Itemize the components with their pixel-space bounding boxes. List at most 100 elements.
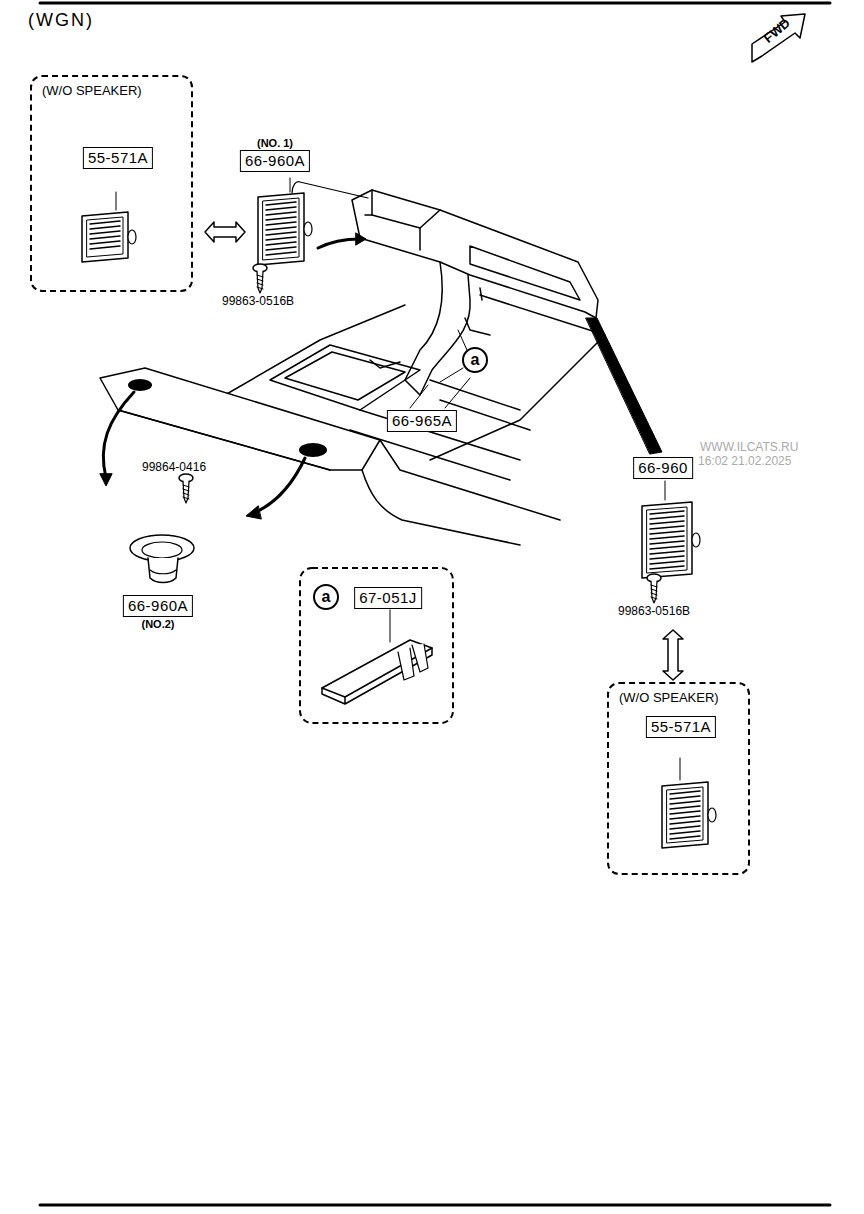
part-number: 67-051J bbox=[354, 587, 422, 609]
grille-slat bbox=[90, 236, 120, 239]
grille-slat bbox=[670, 796, 700, 799]
center-console bbox=[405, 262, 470, 395]
part-number: 66-960A bbox=[123, 595, 193, 617]
grille-slat bbox=[266, 247, 296, 250]
install-arrow-head bbox=[100, 474, 112, 486]
heading-text: (W/O SPEAKER) bbox=[619, 690, 719, 705]
screw-thread bbox=[257, 279, 263, 281]
install-arrow bbox=[586, 318, 662, 454]
grille-slat bbox=[266, 232, 296, 235]
grille-slat bbox=[90, 241, 120, 244]
grille-slat bbox=[266, 212, 296, 215]
screw-thread bbox=[651, 589, 657, 591]
part-number: 99863-0516B bbox=[222, 294, 294, 308]
screw-shank bbox=[257, 271, 263, 293]
instrument-hood bbox=[372, 190, 440, 228]
grille-slat bbox=[670, 836, 700, 839]
part-number-label: (NO. 1)55-571A bbox=[646, 716, 716, 738]
screw-shank bbox=[651, 581, 657, 603]
wire bbox=[480, 288, 482, 300]
floor-opening bbox=[285, 352, 405, 400]
grille-slat bbox=[670, 806, 700, 809]
heading-text: a bbox=[471, 352, 480, 368]
grille-slat bbox=[650, 531, 684, 534]
speaker-grille bbox=[662, 782, 708, 848]
grille-slat bbox=[90, 226, 120, 229]
dashed-option-box: (W/O SPEAKER)(NO.2)55-571A bbox=[30, 75, 193, 292]
grille-clip bbox=[692, 533, 700, 547]
install-arrow-head bbox=[356, 233, 366, 245]
grille-slat bbox=[266, 252, 296, 255]
speaker-cone bbox=[142, 542, 182, 558]
leader-line bbox=[410, 378, 470, 408]
speaker-grille bbox=[647, 507, 687, 573]
grille-slat bbox=[670, 826, 700, 829]
watermark: WWW.ILCATS.RU bbox=[700, 440, 798, 454]
part-number-label: 66-960 bbox=[633, 457, 693, 479]
grille-slat bbox=[670, 816, 700, 819]
screw-thread bbox=[257, 283, 263, 285]
screw-thread bbox=[183, 493, 189, 495]
dashed-detail-box bbox=[300, 568, 453, 723]
grille-slat bbox=[650, 561, 684, 564]
speaker-wire bbox=[292, 182, 368, 198]
grille-slat bbox=[670, 801, 700, 804]
speaker-magnet bbox=[148, 558, 178, 583]
speaker-grille bbox=[642, 502, 692, 578]
grille-slat bbox=[670, 791, 700, 794]
grille-slat bbox=[650, 536, 684, 539]
screw-thread bbox=[183, 489, 189, 491]
part-number-label: 66-965A bbox=[387, 410, 457, 432]
grille-slat bbox=[266, 237, 296, 240]
speaker-grille bbox=[263, 198, 299, 260]
grille-clip bbox=[128, 230, 136, 244]
speaker-grille bbox=[667, 787, 703, 843]
bottom-rule bbox=[40, 1204, 830, 1207]
grille-slat bbox=[650, 551, 684, 554]
rear-shelf bbox=[100, 368, 380, 470]
leader-line bbox=[390, 610, 391, 642]
floor-bracket bbox=[370, 360, 400, 368]
part-number-label: 67-051J bbox=[354, 587, 422, 609]
screw-shank bbox=[183, 481, 189, 503]
swap-arrow bbox=[663, 630, 683, 680]
install-arrow bbox=[103, 392, 134, 478]
install-arrow bbox=[318, 239, 360, 248]
leader-line bbox=[680, 758, 681, 780]
part-number: 66-960 bbox=[633, 457, 693, 479]
quarter-panel bbox=[362, 440, 560, 545]
grille-slat bbox=[650, 521, 684, 524]
grille-slat bbox=[650, 541, 684, 544]
watermark: 16:02 21.02.2025 bbox=[698, 454, 791, 468]
screw-thread bbox=[651, 593, 657, 595]
clip-fin bbox=[398, 644, 428, 680]
dashboard bbox=[352, 190, 598, 318]
swap-arrow bbox=[205, 222, 245, 242]
grille-slat bbox=[266, 227, 296, 230]
part-number: 55-571A bbox=[83, 147, 153, 169]
floor-line bbox=[430, 295, 605, 460]
grille-slat bbox=[266, 202, 296, 205]
glove-box bbox=[470, 246, 580, 300]
wire bbox=[465, 318, 490, 335]
speaker-grille bbox=[87, 217, 123, 257]
grille-slat bbox=[650, 526, 684, 529]
leader-line bbox=[665, 481, 666, 500]
floor-line bbox=[225, 305, 405, 395]
reference-circle: a bbox=[313, 584, 339, 610]
part-number-label: 66-960A(NO.2) bbox=[123, 595, 193, 631]
speaker-cone bbox=[130, 535, 194, 561]
heading-text: (W/O SPEAKER) bbox=[42, 83, 142, 98]
clip bbox=[322, 640, 432, 697]
screw-thread bbox=[651, 585, 657, 587]
page-title: (WGN) bbox=[28, 10, 94, 31]
part-number: 66-960A bbox=[240, 150, 310, 172]
part-number: 55-571A bbox=[646, 716, 716, 738]
screw-head bbox=[253, 264, 267, 272]
grille-slat bbox=[670, 811, 700, 814]
grille-slat bbox=[266, 242, 296, 245]
screw-head bbox=[179, 474, 193, 482]
part-number: 99863-0516B bbox=[618, 604, 690, 618]
grille-slat bbox=[650, 511, 684, 514]
